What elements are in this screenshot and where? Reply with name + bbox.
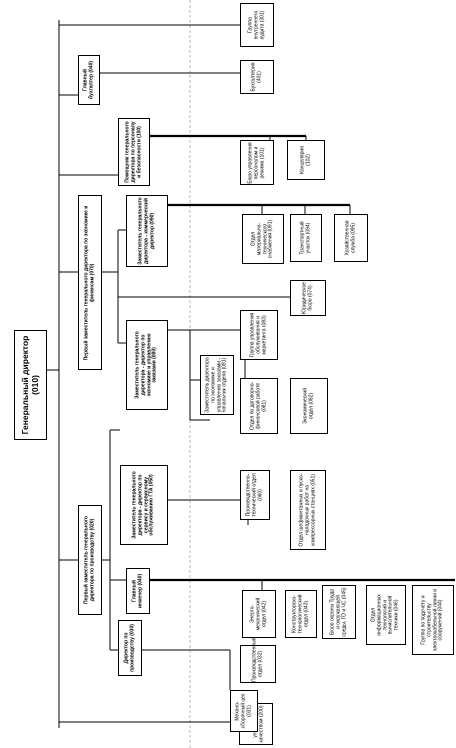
household-box: Хозяйственная служба (095): [334, 214, 368, 262]
drawing-dept-box: Отдел шефмонтажных и пуско-наладочных ра…: [290, 470, 326, 550]
transport-label: Транспортный участок (094): [299, 221, 311, 255]
cable-group-label: Группа по подсчету и строительству элект…: [420, 588, 444, 652]
hr-bureau-box: Бюро управления персоналом и режима (101…: [240, 140, 274, 185]
household-label: Хозяйственная служба (095): [344, 220, 356, 256]
contract-dept-label: Отдел по договорно-финансовой работе (08…: [249, 381, 267, 431]
accounting-box: Бухгалтерия (401): [240, 60, 274, 94]
deputy-service-label: Заместитель генерального директора - дир…: [131, 471, 155, 539]
production-dept-box: Производственный отдел (032): [240, 637, 276, 683]
cable-group-box: Группа по подсчету и строительству элект…: [412, 585, 454, 655]
chief-engineer-box: Главный инженер (040): [126, 568, 150, 614]
personnel-deputy-box: Помощник генерального директора по персо…: [118, 118, 150, 186]
deputy-orders-label: Заместитель генерального директора - дир…: [134, 331, 158, 399]
chief-accountant-box: Главный бухгалтер (040): [78, 55, 100, 105]
transport-box: Транспортный участок (094): [290, 214, 322, 262]
first-deputy-economy-label: Первый заместитель генерального директор…: [83, 205, 95, 360]
accounting-label: Бухгалтерия (401): [250, 62, 262, 92]
deputy-orders-head-box: Заместитель директора по экономике и упр…: [200, 355, 234, 415]
audit-group-label: Группа внутреннего аудита (301): [247, 10, 265, 40]
prod-tech-dept-box: Производственно-технический отдел (060): [240, 470, 270, 520]
general-director-box: Генеральный директор (010): [14, 330, 47, 440]
marketing-group-label: Группа управления обслуживания и маркети…: [249, 312, 267, 358]
first-deputy-production-box: Первый заместитель генерального директор…: [78, 505, 102, 615]
assembly-shop-box: Механо-сборочный цех (031): [230, 690, 258, 732]
economic-dept-label: Экономический отдел (082): [302, 387, 314, 425]
assembly-shop-label: Механо-сборочный цех (031): [234, 693, 252, 729]
design-dept-label: Конструкторско-технологический отдел (04…: [291, 594, 309, 634]
general-director-label: Генеральный директор (010): [19, 335, 40, 435]
chief-engineer-label: Главный инженер (040): [131, 573, 143, 609]
labor-safety-label: Бюро охраны Труда и окружающей среды, ГО…: [329, 587, 347, 637]
first-deputy-economy-box: Первый заместитель генерального директор…: [78, 195, 102, 370]
production-director-box: Директор по производству (030): [118, 620, 142, 676]
commercial-director-box: Заместитель генерального директора - ком…: [126, 195, 168, 267]
deputy-orders-head-label: Заместитель директора по экономике и упр…: [204, 357, 228, 413]
supply-dept-box: Отдел материально-технического снабжения…: [242, 214, 284, 264]
hr-bureau-label: Бюро управления персоналом и режима (101…: [247, 141, 265, 184]
labor-safety-box: Бюро охраны Труда и окружающей среды, ГО…: [322, 585, 356, 639]
drawing-dept-label: Отдел шефмонтажных и пуско-наладочных ра…: [298, 473, 316, 547]
commercial-director-label: Заместитель генерального директора - ком…: [137, 197, 155, 265]
economic-dept-box: Экономический отдел (082): [290, 378, 328, 434]
office-label: Канцелярия (102): [299, 146, 311, 174]
legal-bureau-label: Юридическое бюро (074): [301, 281, 313, 314]
supply-dept-label: Отдел материально-технического снабжения…: [250, 219, 274, 259]
production-director-label: Директор по производству (030): [123, 624, 135, 672]
office-box: Канцелярия (102): [287, 140, 325, 180]
legal-bureau-box: Юридическое бюро (074): [290, 280, 326, 316]
energy-dept-label: Энерго-механический отдел (042): [249, 597, 267, 631]
marketing-group-box: Группа управления обслуживания и маркети…: [240, 310, 278, 360]
design-dept-box: Конструкторско-технологический отдел (04…: [285, 590, 317, 638]
first-deputy-production-label: Первый заместитель генерального директор…: [83, 516, 95, 604]
personnel-deputy-label: Помощник генерального директора по персо…: [124, 121, 142, 183]
deputy-service-box: Заместитель генерального директора - дир…: [120, 465, 168, 545]
contract-dept-box: Отдел по договорно-финансовой работе (08…: [240, 378, 278, 434]
prod-tech-dept-label: Производственно-технический отдел (060): [245, 473, 263, 517]
energy-dept-box: Энерго-механический отдел (042): [242, 590, 276, 638]
production-dept-label: Производственный отдел (032): [251, 637, 263, 682]
chief-accountant-label: Главный бухгалтер (040): [82, 60, 94, 100]
info-tech-dept-label: Отдел информационных технологий и вычисл…: [370, 594, 400, 636]
audit-group-box: Группа внутреннего аудита (301): [240, 3, 274, 47]
deputy-orders-box: Заместитель генерального директора - дир…: [126, 320, 168, 410]
info-tech-dept-box: Отдел информационных технологий и вычисл…: [366, 585, 406, 645]
